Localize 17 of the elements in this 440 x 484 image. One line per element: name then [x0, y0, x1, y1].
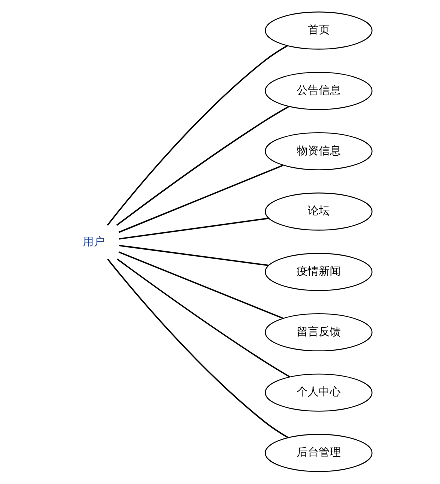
- node-ellipse: 物资信息: [264, 132, 372, 171]
- connector: [118, 245, 268, 266]
- connector: [118, 252, 284, 320]
- node-ellipse: 公告信息: [264, 72, 372, 110]
- node-text: 用户: [82, 235, 104, 248]
- connector: [116, 258, 290, 378]
- node-ellipse: 疫情新闻: [264, 253, 372, 292]
- node-ellipse: 论坛: [264, 192, 372, 231]
- connector: [118, 218, 269, 240]
- node-ellipse: 留言反馈: [264, 313, 372, 352]
- connector: [106, 45, 288, 226]
- node-ellipse: 个人中心: [264, 374, 372, 412]
- node-ellipse: 首页: [264, 12, 372, 50]
- connector: [118, 164, 284, 234]
- node-ellipse: 后台管理: [264, 434, 372, 472]
- connector: [116, 106, 290, 226]
- connector: [106, 258, 288, 439]
